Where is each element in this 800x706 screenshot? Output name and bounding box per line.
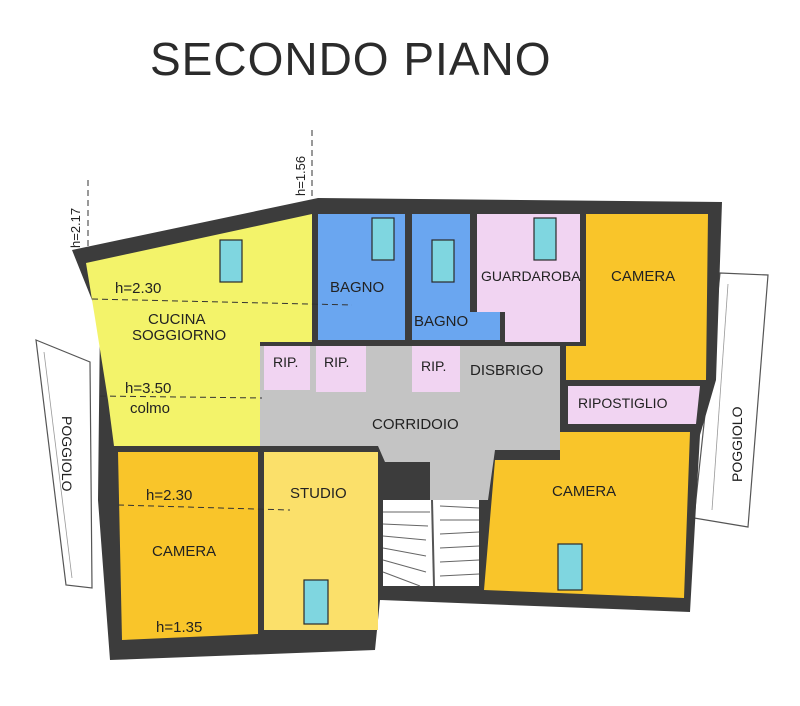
studio-label: STUDIO [290, 485, 347, 502]
ripostiglio-label: RIPOSTIGLIO [578, 395, 668, 411]
height-marker-156: h=1.56 [293, 156, 308, 196]
plan-title: SECONDO PIANO [150, 33, 552, 85]
room-rip-1 [264, 346, 310, 390]
camera-sw-height-label: h=2.30 [146, 487, 192, 504]
skylight-bagno-1 [371, 217, 395, 261]
skylight-camera-se [557, 543, 583, 591]
colmo-height-label: h=3.50 [125, 380, 171, 397]
skylight-studio [303, 579, 329, 625]
skylight-bagno-2 [431, 239, 455, 283]
bagno-2-label: BAGNO [414, 313, 468, 330]
room-cucina-soggiorno [86, 214, 312, 446]
rip-2-label: RIP. [324, 354, 349, 370]
room-camera-sw [118, 452, 258, 640]
skylight-guardaroba [533, 217, 557, 261]
room-camera-se [484, 432, 690, 598]
balcony-right [693, 272, 769, 528]
corridoio-label: CORRIDOIO [372, 416, 459, 433]
rip-3-label: RIP. [421, 358, 446, 374]
room-rip-2 [316, 346, 366, 392]
room-camera-ne [566, 214, 708, 380]
height-line-colmo [99, 395, 263, 399]
room-ripostiglio [568, 386, 700, 424]
camera-sw-label: CAMERA [152, 543, 216, 560]
camera-sw-low-height-label: h=1.35 [156, 619, 202, 636]
balcony-left [35, 339, 93, 589]
skylight-cucina [219, 239, 243, 283]
height-marker-217: h=2.17 [68, 208, 83, 248]
height-line-230-camera [117, 504, 291, 511]
guardaroba-label: GUARDAROBA [481, 268, 581, 284]
staircase [382, 499, 480, 587]
room-rip-3 [412, 346, 460, 392]
camera-se-label: CAMERA [552, 483, 616, 500]
poggiolo-left-label: POGGIOLO [59, 416, 75, 492]
rip-1-label: RIP. [273, 354, 298, 370]
camera-ne-label: CAMERA [611, 268, 675, 285]
poggiolo-right-label: POGGIOLO [729, 406, 745, 482]
cucina-label: CUCINA [148, 311, 206, 328]
colmo-label: colmo [130, 400, 170, 417]
disbrigo-label: DISBRIGO [470, 362, 543, 379]
kitchen-height-label: h=2.30 [115, 280, 161, 297]
soggiorno-label: SOGGIORNO [132, 327, 226, 344]
height-line-230-kitchen [91, 298, 353, 306]
room-studio [264, 452, 378, 630]
bagno-1-label: BAGNO [330, 279, 384, 296]
